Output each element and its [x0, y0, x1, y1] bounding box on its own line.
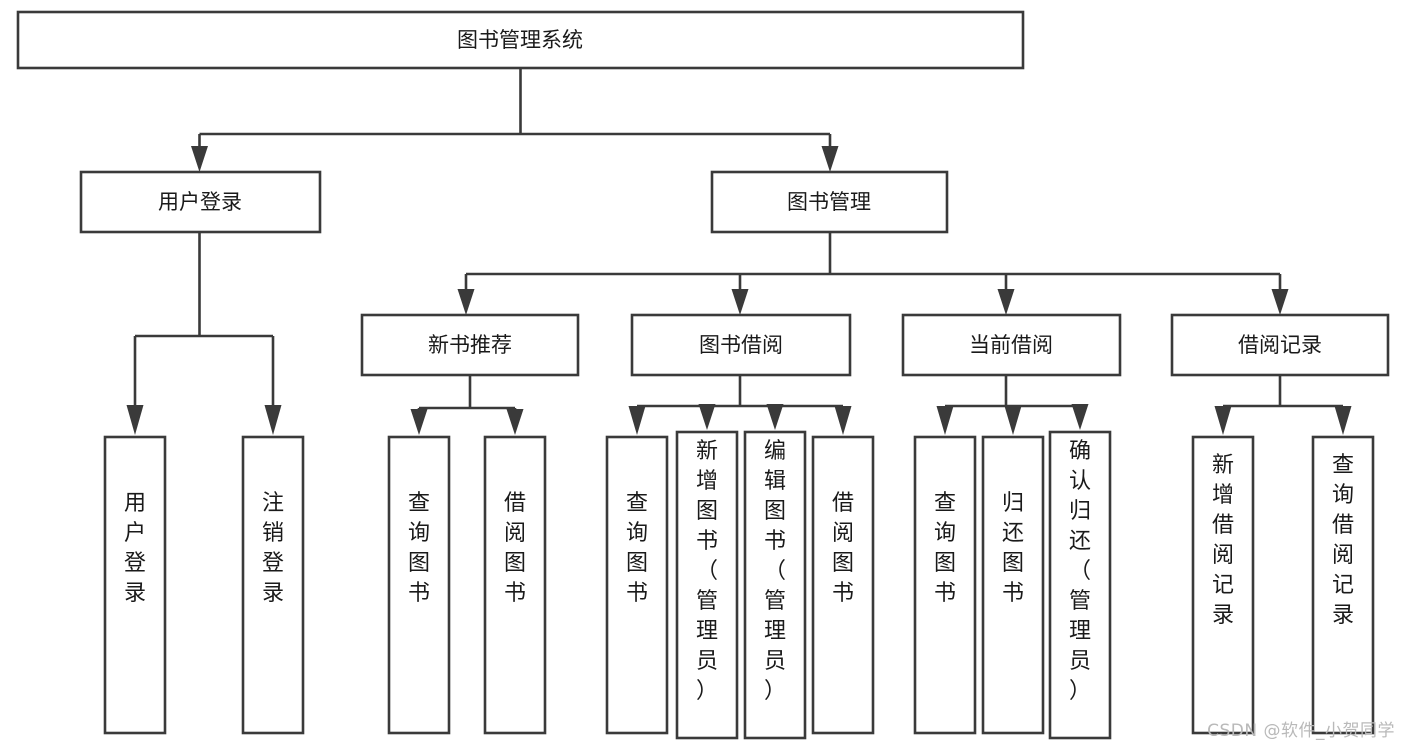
node-book-borrow-box: [630, 313, 852, 377]
node-current-borrow[interactable]: 当前借阅: [901, 313, 1122, 377]
node-book-borrow-label: 图书借阅: [699, 333, 783, 357]
connector-layer: [126, 68, 1352, 435]
arrowhead-leaf-borrow-book-2: [834, 406, 852, 435]
arrowhead-leaf-user-login: [126, 405, 144, 435]
node-book-borrow[interactable]: 图书借阅: [630, 313, 852, 377]
arrowhead-leaf-add-book: [698, 404, 716, 430]
node-leaf-logout-box: [241, 435, 305, 735]
arrowhead-leaf-query-record: [1334, 406, 1352, 435]
arrowhead-new-book-recommend: [457, 289, 475, 315]
node-new-book-recommend[interactable]: 新书推荐: [360, 313, 580, 377]
arrowhead-leaf-borrow-book-1: [506, 409, 524, 435]
node-book-management-label: 图书管理: [787, 190, 871, 214]
node-user-login[interactable]: 用户登录: [79, 170, 322, 234]
node-leaf-borrow-book-2-box: [811, 435, 875, 735]
node-leaf-confirm-return[interactable]: 确认归还（管理员）: [1048, 430, 1112, 740]
node-leaf-return-book-box: [981, 435, 1045, 735]
arrowhead-borrow-record: [1271, 289, 1289, 315]
node-leaf-user-login-box: [103, 435, 167, 735]
node-user-login-label: 用户登录: [158, 190, 242, 214]
arrowhead-leaf-query-book-1: [410, 409, 428, 435]
node-leaf-query-book-2[interactable]: 查询图书: [605, 435, 669, 735]
node-leaf-borrow-book-1[interactable]: 借阅图书: [483, 435, 547, 735]
node-leaf-logout[interactable]: 注销登录: [241, 435, 305, 735]
node-leaf-query-book-3-box: [913, 435, 977, 735]
node-leaf-add-book-label: 新增图书（管理员）: [696, 439, 718, 704]
node-leaf-user-login[interactable]: 用户登录: [103, 435, 167, 735]
node-leaf-borrow-book-1-box: [483, 435, 547, 735]
node-leaf-return-book-label: 归还图书: [1002, 491, 1024, 606]
arrowhead-book-borrow: [731, 289, 749, 315]
node-root-box: [16, 10, 1025, 70]
arrowhead-book-management: [821, 146, 839, 172]
node-leaf-add-record-box: [1191, 435, 1255, 735]
node-leaf-edit-book[interactable]: 编辑图书（管理员）: [743, 430, 807, 740]
arrowhead-leaf-add-record: [1214, 406, 1232, 435]
node-borrow-record[interactable]: 借阅记录: [1170, 313, 1390, 377]
arrowhead-current-borrow: [997, 289, 1015, 315]
node-leaf-query-record[interactable]: 查询借阅记录: [1311, 435, 1375, 735]
node-leaf-query-book-3[interactable]: 查询图书: [913, 435, 977, 735]
node-leaf-edit-book-box: [743, 430, 807, 740]
node-book-management-box: [710, 170, 949, 234]
arrowhead-leaf-return-book: [1004, 406, 1022, 435]
node-user-login-box: [79, 170, 322, 234]
arrowhead-leaf-edit-book: [766, 404, 784, 430]
node-new-book-recommend-box: [360, 313, 580, 377]
node-leaf-query-book-2-box: [605, 435, 669, 735]
node-leaf-add-record[interactable]: 新增借阅记录: [1191, 435, 1255, 735]
node-current-borrow-label: 当前借阅: [969, 333, 1053, 357]
node-leaf-query-record-label: 查询借阅记录: [1332, 453, 1354, 628]
node-leaf-query-record-box: [1311, 435, 1375, 735]
node-leaf-confirm-return-label: 确认归还（管理员）: [1069, 439, 1091, 704]
node-borrow-record-box: [1170, 313, 1390, 377]
arrowhead-leaf-query-book-3: [936, 406, 954, 435]
node-leaf-borrow-book-2[interactable]: 借阅图书: [811, 435, 875, 735]
node-leaf-borrow-book-1-label: 借阅图书: [504, 491, 526, 606]
node-new-book-recommend-label: 新书推荐: [428, 333, 512, 357]
node-current-borrow-box: [901, 313, 1122, 377]
node-leaf-return-book[interactable]: 归还图书: [981, 435, 1045, 735]
node-leaf-logout-label: 注销登录: [262, 491, 284, 606]
node-leaf-query-book-2-label: 查询图书: [626, 491, 648, 606]
node-leaf-query-book-1-label: 查询图书: [408, 491, 430, 606]
node-leaf-add-book[interactable]: 新增图书（管理员）: [675, 430, 739, 740]
arrowhead-leaf-confirm-return: [1071, 404, 1089, 430]
node-leaf-add-book-box: [675, 430, 739, 740]
node-leaf-query-book-3-label: 查询图书: [934, 491, 956, 606]
arrowhead-leaf-logout: [264, 405, 282, 435]
node-leaf-borrow-book-2-label: 借阅图书: [832, 491, 854, 606]
node-book-management[interactable]: 图书管理: [710, 170, 949, 234]
node-leaf-add-record-label: 新增借阅记录: [1212, 453, 1234, 628]
node-leaf-confirm-return-box: [1048, 430, 1112, 740]
arrowhead-leaf-query-book-2: [628, 406, 646, 435]
node-leaf-user-login-label: 用户登录: [124, 491, 146, 606]
node-leaf-query-book-1-box: [387, 435, 451, 735]
node-borrow-record-label: 借阅记录: [1238, 333, 1322, 357]
node-leaf-query-book-1[interactable]: 查询图书: [387, 435, 451, 735]
node-leaf-edit-book-label: 编辑图书（管理员）: [764, 439, 786, 704]
node-root[interactable]: 图书管理系统: [16, 10, 1025, 70]
arrowhead-user-login: [191, 146, 208, 172]
node-root-label: 图书管理系统: [457, 28, 583, 52]
